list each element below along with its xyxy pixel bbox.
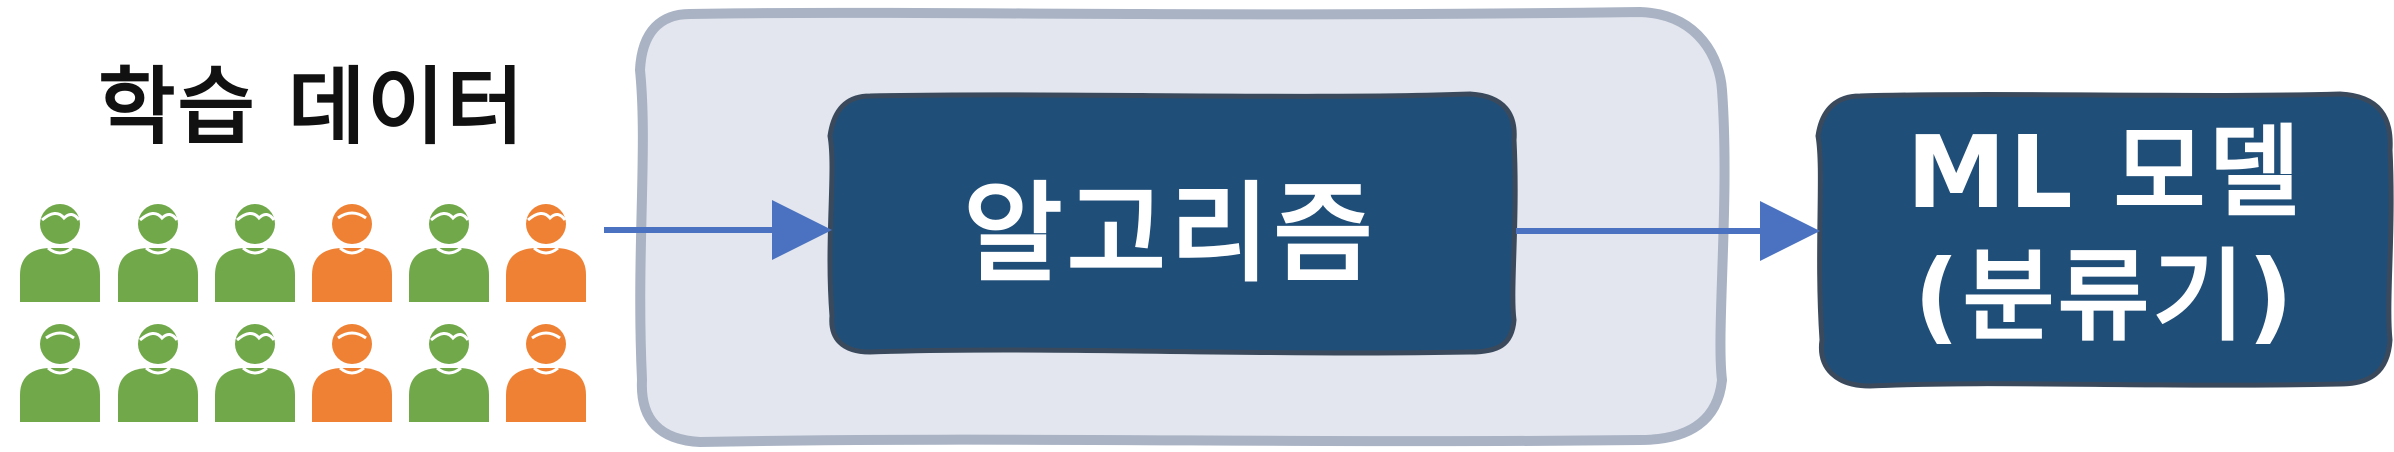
person-icon-green-male [215,324,295,422]
person-icon-green-male [20,204,100,302]
person-icon-green-male [409,324,489,422]
person-icon-green-female [20,318,100,422]
model-label-line2: (분류기) [1913,238,2297,355]
algorithm-label: 알고리즘 [963,172,1377,297]
person-icon-orange-male [506,204,586,302]
person-icon-orange-female [506,318,586,422]
person-icon-orange-female [312,318,392,422]
training-data-title: 학습 데이터 [98,58,526,156]
person-icon-green-male [118,324,198,422]
person-icon-green-male [118,204,198,302]
model-label-line1: ML 모델 [1906,114,2304,231]
person-icon-green-male [215,204,295,302]
person-icon-orange-female [312,198,392,302]
person-icon-green-male [409,204,489,302]
model-label: ML 모델 (분류기) [1820,95,2390,375]
training-data-people [20,198,586,422]
